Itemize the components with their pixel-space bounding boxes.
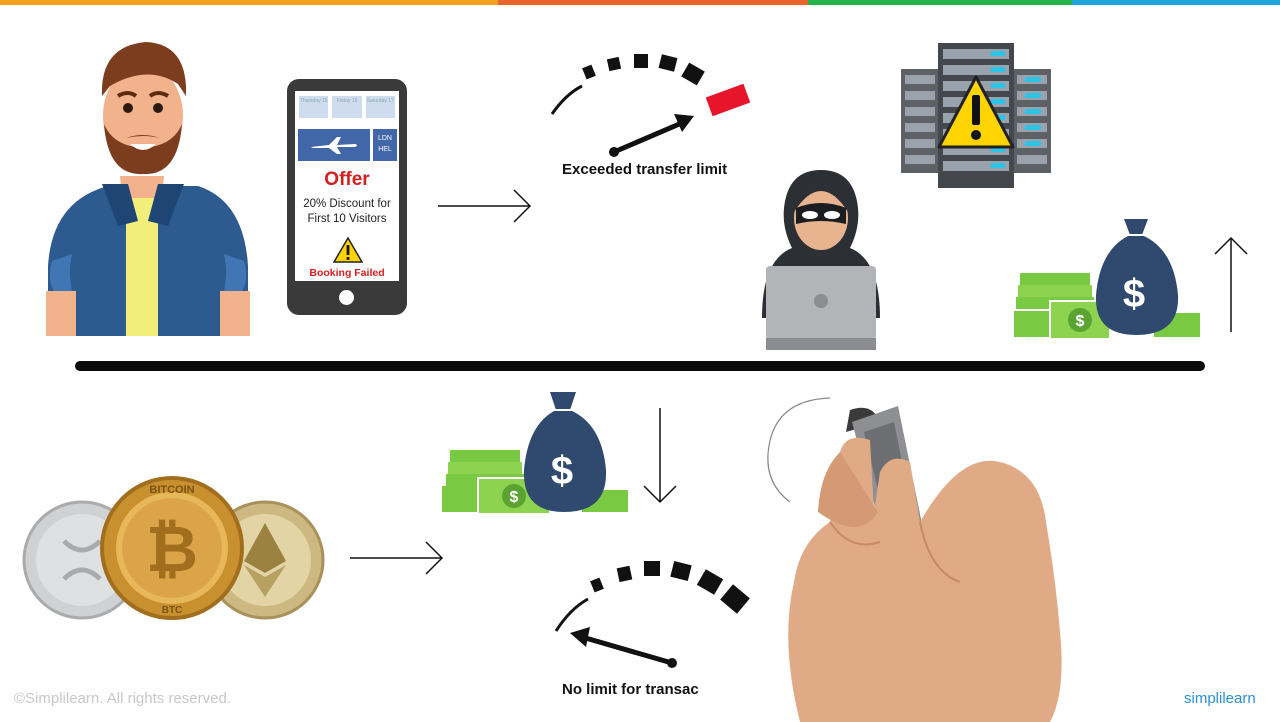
route-to: HEL <box>378 146 392 153</box>
drawing-hand-illustration <box>767 397 1062 722</box>
date-tabs: Thursday 15 Friday 16 Saturday 17 <box>299 96 395 118</box>
bitcoin-coin-label: BITCOIN <box>149 484 194 496</box>
booking-status: Booking Failed <box>309 267 385 279</box>
top-color-bar <box>0 0 1280 5</box>
offer-line-1: 20% Discount for <box>303 198 391 210</box>
speed-gauge-low <box>554 561 750 668</box>
airplane-icon <box>311 137 357 154</box>
speed-gauge-high <box>550 54 751 157</box>
server-warning-icon <box>901 43 1051 188</box>
home-button <box>339 290 354 305</box>
bar-segment-green <box>808 0 1072 5</box>
dollar-symbol: $ <box>1123 272 1145 316</box>
bar-segment-red <box>498 0 808 5</box>
date-tab: Saturday 17 <box>365 96 395 118</box>
offer-line-2: First 10 Visitors <box>307 213 387 225</box>
dollar-symbol: $ <box>551 449 573 493</box>
date-tab: Thursday 15 <box>299 96 329 118</box>
route-from: LDN <box>377 135 392 142</box>
date-tab: Friday 16 <box>332 96 362 118</box>
money-bag-top-icon: $ $ <box>1014 219 1200 340</box>
hacker-illustration <box>762 170 880 350</box>
flight-banner <box>298 129 370 161</box>
man-illustration <box>46 42 250 336</box>
brand-logo: simplilearn <box>1184 690 1256 707</box>
btc-coin-label: BTC <box>162 605 183 616</box>
phone-screen: Thursday 15 Friday 16 Saturday 17 LDN HE… <box>295 91 399 281</box>
phone: Thursday 15 Friday 16 Saturday 17 LDN HE… <box>287 79 407 315</box>
gauge-label-no-limit: No limit for transac <box>562 681 699 698</box>
svg-text:$: $ <box>1076 313 1085 330</box>
route-box: LDN HEL <box>373 129 397 161</box>
bar-segment-blue <box>1072 0 1280 5</box>
divider-line <box>75 361 1205 371</box>
bitcoin-symbol: ₿ <box>146 513 198 587</box>
arrow-down-icon <box>643 408 677 504</box>
arrow-right-icon <box>350 541 444 575</box>
gauge-label-exceeded: Exceeded transfer limit <box>562 161 728 178</box>
copyright-text: ©Simplilearn. All rights reserved. <box>14 690 231 707</box>
money-bag-middle-icon: $ $ <box>442 392 628 515</box>
arrow-up-icon <box>1214 236 1248 332</box>
bar-segment-orange <box>0 0 498 5</box>
offer-title: Offer <box>324 169 370 190</box>
crypto-coins-illustration: BITCOIN BTC ₿ <box>22 476 325 620</box>
arrow-right-icon <box>438 189 532 223</box>
warning-icon <box>332 236 364 263</box>
svg-text:$: $ <box>510 489 519 506</box>
